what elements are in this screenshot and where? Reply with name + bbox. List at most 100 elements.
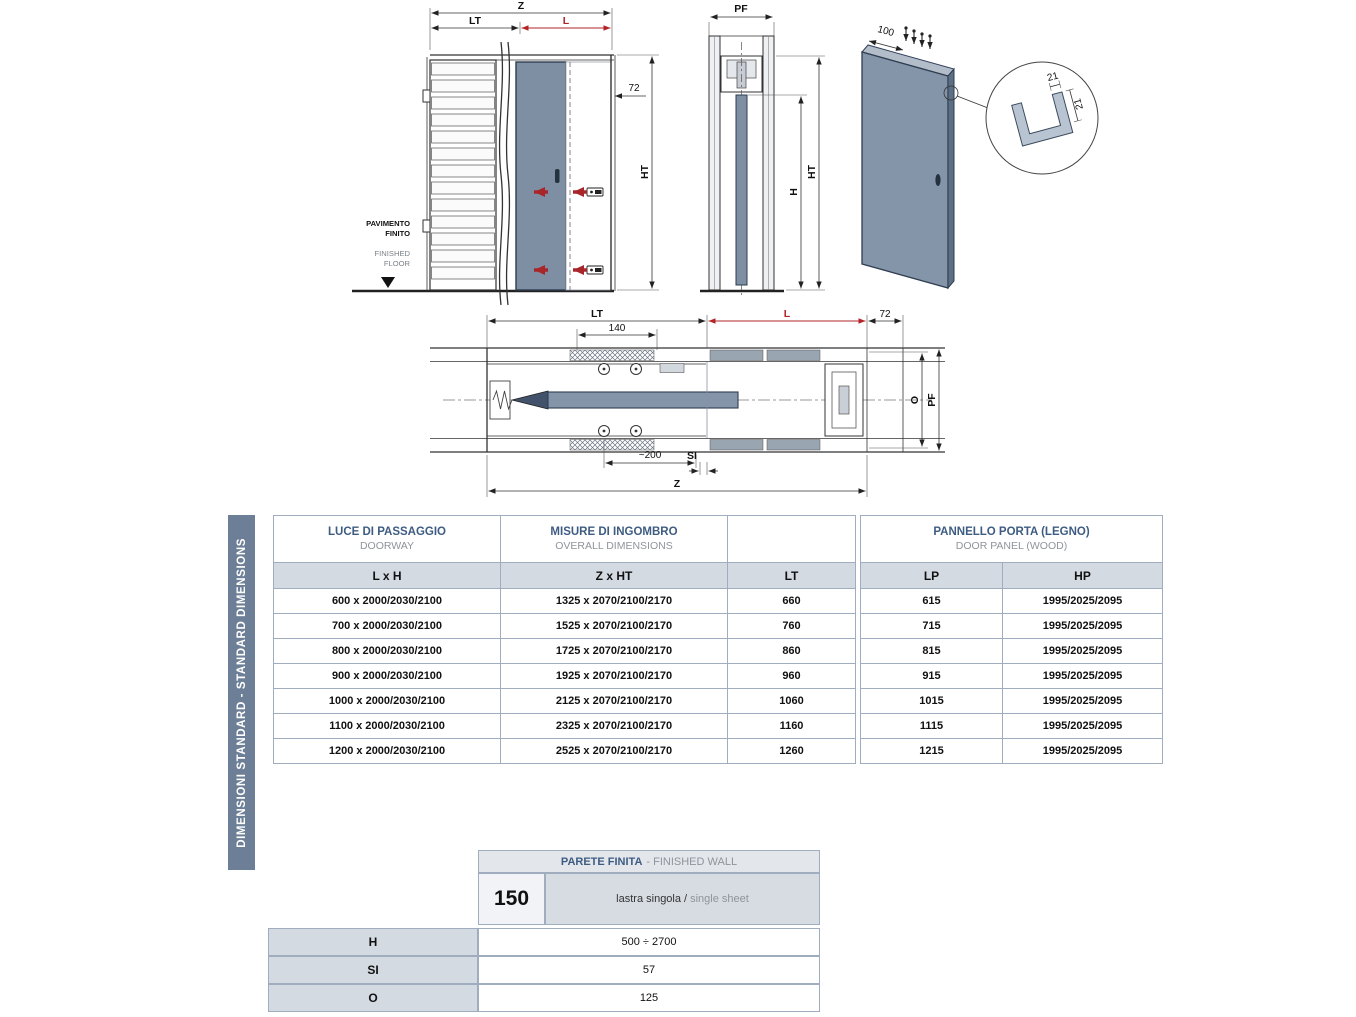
profile-detail: 21 21 — [1011, 70, 1086, 147]
cell-lxh: 700 x 2000/2030/2100 — [273, 613, 501, 639]
dim-label-l-plan: L — [784, 308, 791, 320]
wall-row-value-h: 500 ÷ 2700 — [478, 928, 820, 956]
fixing-screws — [903, 26, 933, 49]
dim-label-lt: LT — [469, 15, 482, 27]
technical-drawings: Z LT L 72 HT PAVIMENTO FINITO FINISHED F… — [352, 0, 1099, 497]
doorway-group-header: LUCE DI PASSAGGIO DOORWAY — [273, 515, 501, 563]
section-title: DIMENSIONI STANDARD - STANDARD DIMENSION… — [235, 537, 248, 848]
dim-label-lt-plan: LT — [591, 308, 604, 320]
dim-label-100: 100 — [876, 24, 895, 39]
cell-lp: 1215 — [860, 738, 1003, 764]
cell-zxht: 2525 x 2070/2100/2170 — [500, 738, 728, 764]
level-marker-icon — [381, 277, 395, 288]
cell-lxh: 900 x 2000/2030/2100 — [273, 663, 501, 689]
col-header-lt: LT — [727, 562, 856, 589]
flush-pull-icon — [586, 187, 604, 197]
panel-group-header: PANNELLO PORTA (LEGNO) DOOR PANEL (WOOD) — [860, 515, 1163, 563]
dim-label-140: 140 — [609, 323, 626, 334]
wall-row-label-h: H — [268, 928, 478, 956]
sheet-type-en: single sheet — [690, 893, 749, 905]
cell-lp: 615 — [860, 588, 1003, 614]
cell-lt: 1260 — [727, 738, 856, 764]
dim-label-pf-plan: PF — [926, 393, 938, 407]
vertical-section-drawing: PF H HT — [700, 3, 825, 298]
group-subtitle: DOORWAY — [359, 539, 415, 552]
cell-zxht: 2125 x 2070/2100/2170 — [500, 688, 728, 714]
cell-lt: 660 — [727, 588, 856, 614]
cell-zxht: 1325 x 2070/2100/2170 — [500, 588, 728, 614]
group-header-row: PANNELLO PORTA (LEGNO) DOOR PANEL (WOOD) — [860, 515, 1163, 563]
cell-lxh: 800 x 2000/2030/2100 — [273, 638, 501, 664]
floor-label-it-2: FINITO — [385, 229, 410, 238]
cell-hp: 1995/2025/2095 — [1002, 638, 1163, 664]
doorway-dimensions-table: LUCE DI PASSAGGIO DOORWAY MISURE DI INGO… — [273, 515, 856, 764]
axonometric-detail-drawing: 100 21 21 — [861, 24, 1099, 290]
door-panel-table: PANNELLO PORTA (LEGNO) DOOR PANEL (WOOD)… — [860, 515, 1163, 764]
group-title: PANNELLO PORTA (LEGNO) — [933, 526, 1090, 539]
group-title: MISURE DI INGOMBRO — [550, 526, 678, 539]
wall-row-label-o: O — [268, 984, 478, 1012]
dim-label-21-top: 21 — [1046, 70, 1060, 84]
cell-hp: 1995/2025/2095 — [1002, 713, 1163, 739]
cell-lt: 1160 — [727, 713, 856, 739]
finished-wall-title-it: PARETE FINITA — [560, 855, 643, 868]
cell-zxht: 1525 x 2070/2100/2170 — [500, 613, 728, 639]
cell-lt: 760 — [727, 613, 856, 639]
cell-lxh: 1100 x 2000/2030/2100 — [273, 713, 501, 739]
floor-label-en-1: FINISHED — [375, 249, 411, 258]
finished-wall-header: PARETE FINITA - FINISHED WALL — [478, 850, 820, 873]
horizontal-section-drawing: LT L 72 140 ~200 SI Z O — [430, 308, 945, 497]
finished-wall-table: PARETE FINITA - FINISHED WALL 150 lastra… — [268, 850, 820, 1012]
sheet-type-cell: lastra singola / single sheet — [545, 873, 820, 925]
dim-label-z-plan: Z — [674, 478, 681, 490]
detail-callout-circle — [943, 85, 959, 101]
cell-lp: 915 — [860, 663, 1003, 689]
cell-zxht: 1925 x 2070/2100/2170 — [500, 663, 728, 689]
front-elevation-drawing: Z LT L 72 HT PAVIMENTO FINITO FINISHED F… — [352, 0, 659, 306]
dim-label-ht-section: HT — [806, 164, 818, 179]
dim-label-z: Z — [518, 0, 525, 12]
column-header-row: LP HP — [860, 562, 1163, 589]
wall-row-value-o: 125 — [478, 984, 820, 1012]
overall-group-header: MISURE DI INGOMBRO OVERALL DIMENSIONS — [500, 515, 728, 563]
cell-hp: 1995/2025/2095 — [1002, 663, 1163, 689]
cell-lp: 815 — [860, 638, 1003, 664]
column-header-row: L x H Z x HT LT — [273, 562, 856, 589]
sheet-type-it: lastra singola / — [616, 893, 688, 905]
dim-label-72-plan: 72 — [879, 309, 891, 320]
door-panel-3d — [861, 51, 949, 289]
group-subtitle: OVERALL DIMENSIONS — [555, 539, 673, 552]
cell-lt: 960 — [727, 663, 856, 689]
dim-label-h: H — [788, 188, 800, 196]
dim-label-o: O — [909, 396, 921, 404]
doorway-opening — [565, 61, 612, 291]
cell-lxh: 1000 x 2000/2030/2100 — [273, 688, 501, 714]
cell-hp: 1995/2025/2095 — [1002, 738, 1163, 764]
col-header-hp: HP — [1002, 562, 1163, 589]
cell-lxh: 600 x 2000/2030/2100 — [273, 588, 501, 614]
col-header-zxht: Z x HT — [500, 562, 728, 589]
dim-label-si: SI — [687, 450, 697, 462]
cell-hp: 1995/2025/2095 — [1002, 613, 1163, 639]
col-header-lxh: L x H — [273, 562, 501, 589]
flush-pull-icon — [586, 265, 604, 275]
group-title: LUCE DI PASSAGGIO — [328, 526, 446, 539]
floor-label-it-1: PAVIMENTO — [366, 219, 410, 228]
wall-row-label-si: SI — [268, 956, 478, 984]
section-title-bar: DIMENSIONI STANDARD - STANDARD DIMENSION… — [228, 515, 255, 870]
finished-wall-title-en: - FINISHED WALL — [646, 855, 738, 868]
dim-label-72: 72 — [628, 83, 640, 94]
dim-label-l: L — [563, 15, 570, 27]
empty-group-header — [727, 515, 856, 563]
